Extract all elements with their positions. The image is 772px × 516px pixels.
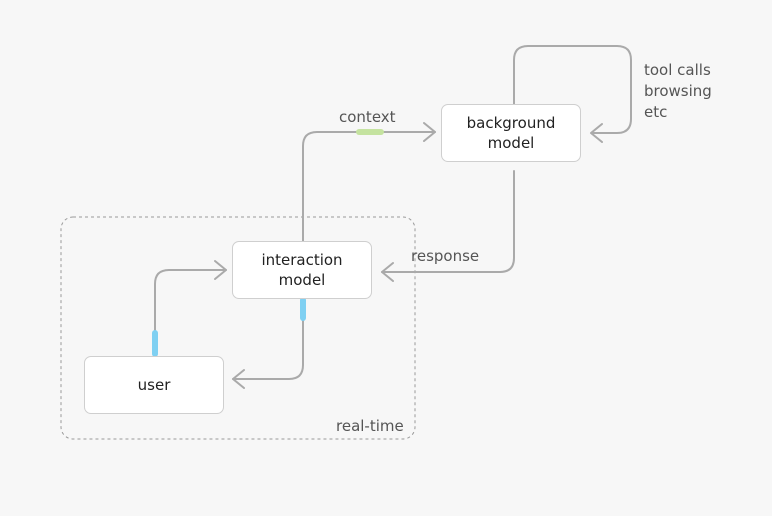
tool-loop-arrowhead	[590, 123, 603, 143]
tool-loop-label: tool calls browsing etc	[644, 61, 712, 121]
tool-loop-arrow	[513, 45, 632, 134]
user-label: user	[137, 376, 171, 394]
real-time-group-border	[60, 216, 416, 440]
user-to-interaction-arrowhead	[214, 260, 227, 280]
context-label: context	[339, 108, 396, 126]
response-label: response	[411, 247, 480, 265]
background-model-label: background model	[466, 114, 556, 152]
interaction-to-user-arrow	[232, 299, 304, 380]
context-arrowhead	[423, 122, 436, 142]
interaction-to-user-arrowhead	[232, 369, 245, 389]
interaction-model-node: interaction model	[232, 241, 372, 299]
user-to-interaction-arrow	[154, 269, 227, 357]
user-node: user	[84, 356, 224, 414]
background-model-node: background model	[441, 104, 581, 162]
real-time-group-label: real-time	[336, 417, 404, 435]
response-arrowhead	[381, 262, 394, 282]
context-arrow	[302, 131, 436, 242]
interaction-model-label: interaction model	[261, 251, 343, 289]
response-arrow	[381, 170, 515, 273]
